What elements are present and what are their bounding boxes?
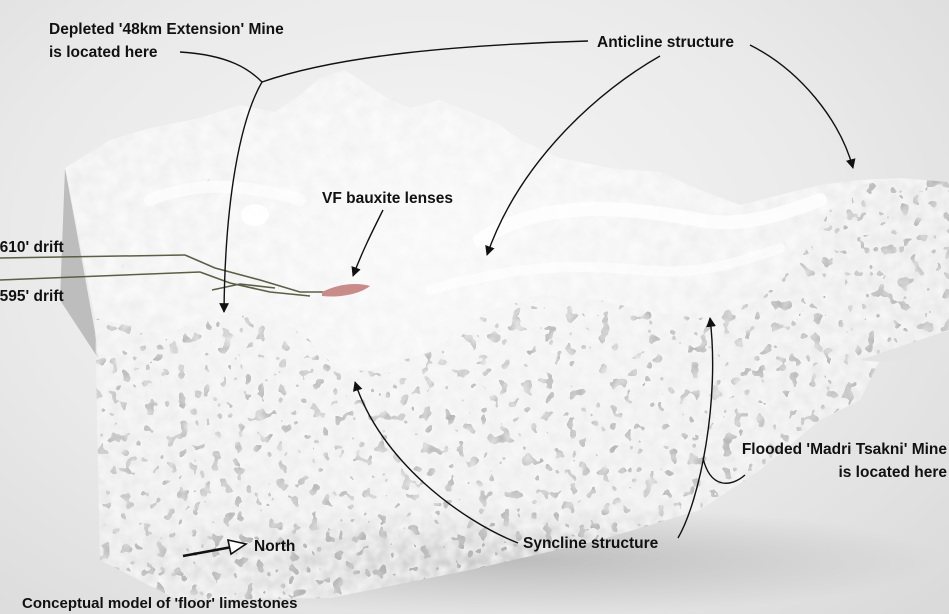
label-drift-610: '610' drift (0, 239, 64, 256)
label-flooded-mine-line2: is located here (838, 464, 947, 481)
block-front-face (168, 178, 949, 600)
pit-highlight (241, 204, 269, 226)
drift-610-line (0, 254, 186, 259)
label-flooded-mine-line1: Flooded 'Madri Tsakni' Mine (741, 441, 947, 458)
block-right-lobe (860, 330, 949, 362)
label-depleted-mine-line2: is located here (49, 44, 158, 61)
leader-syncline-right (677, 317, 716, 539)
leader-depleted-mine (179, 51, 263, 313)
label-vf-bauxite: VF bauxite lenses (322, 190, 453, 207)
leader-vf-bauxite (351, 209, 384, 277)
caption: Conceptual model of 'floor' limestones (22, 595, 298, 612)
north-arrow-line (182, 545, 233, 558)
bauxite-lens (322, 284, 370, 297)
label-anticline: Anticline structure (597, 34, 734, 51)
block-left-face (95, 318, 178, 600)
label-drift-595: '595' drift (0, 288, 64, 305)
ridge-highlight (473, 193, 827, 247)
leader-flooded-mine (702, 457, 746, 484)
ridge-highlight (425, 243, 785, 295)
label-north: North (254, 538, 296, 555)
leader-anticline-right (749, 44, 856, 169)
block-end-face (60, 168, 98, 358)
drift-tunnels (184, 254, 330, 297)
leader-anticline-left (485, 55, 661, 256)
north-arrow-head (226, 538, 249, 556)
ridge-highlight (144, 180, 306, 206)
leader-syncline-left (353, 381, 519, 544)
leader-depleted-to-anticline (261, 40, 589, 83)
label-syncline: Syncline structure (523, 535, 659, 552)
drift-595-line (0, 271, 201, 281)
label-depleted-mine-line1: Depleted '48km Extension' Mine (49, 21, 284, 38)
